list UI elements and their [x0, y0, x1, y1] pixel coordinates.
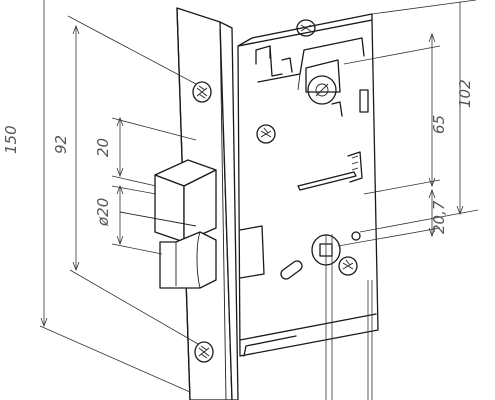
dim-backset-follower — [343, 32, 441, 195]
dim-screw-spacing-label: 92 — [52, 135, 70, 154]
dim-case-height-label: 102 — [456, 79, 474, 108]
auxiliary-latch — [159, 231, 217, 289]
lock-case — [237, 13, 379, 357]
faceplate-screw-top-icon — [192, 81, 212, 103]
faceplate-screw-bottom-icon — [194, 341, 214, 363]
dim-overall-height-label: 150 — [2, 125, 20, 154]
dim-latch-diameter-label: ø20 — [94, 198, 112, 227]
dim-latch-height-label: 20 — [94, 138, 112, 157]
stop-pin — [351, 231, 361, 241]
case-screw-top-icon — [296, 19, 316, 37]
oval-hole — [280, 260, 303, 280]
extension-lines-bottom — [325, 234, 373, 400]
dim-follower-offset — [337, 188, 441, 247]
dim-latch-diameter — [111, 184, 163, 255]
case-screw-mid-icon — [256, 124, 276, 144]
case-screw-bottom-icon — [338, 256, 358, 276]
dim-follower-offset-label: 20,7 — [430, 200, 448, 234]
dim-screw-spacing — [67, 15, 199, 345]
deadbolt-slot — [297, 151, 363, 191]
latch-bolt — [119, 159, 217, 243]
dim-overall-height — [39, 0, 191, 393]
dim-case-height — [359, 0, 479, 233]
cylinder-cam — [305, 59, 343, 117]
dim-latch-height — [111, 116, 197, 187]
dim-backset-follower-label: 65 — [430, 115, 448, 134]
